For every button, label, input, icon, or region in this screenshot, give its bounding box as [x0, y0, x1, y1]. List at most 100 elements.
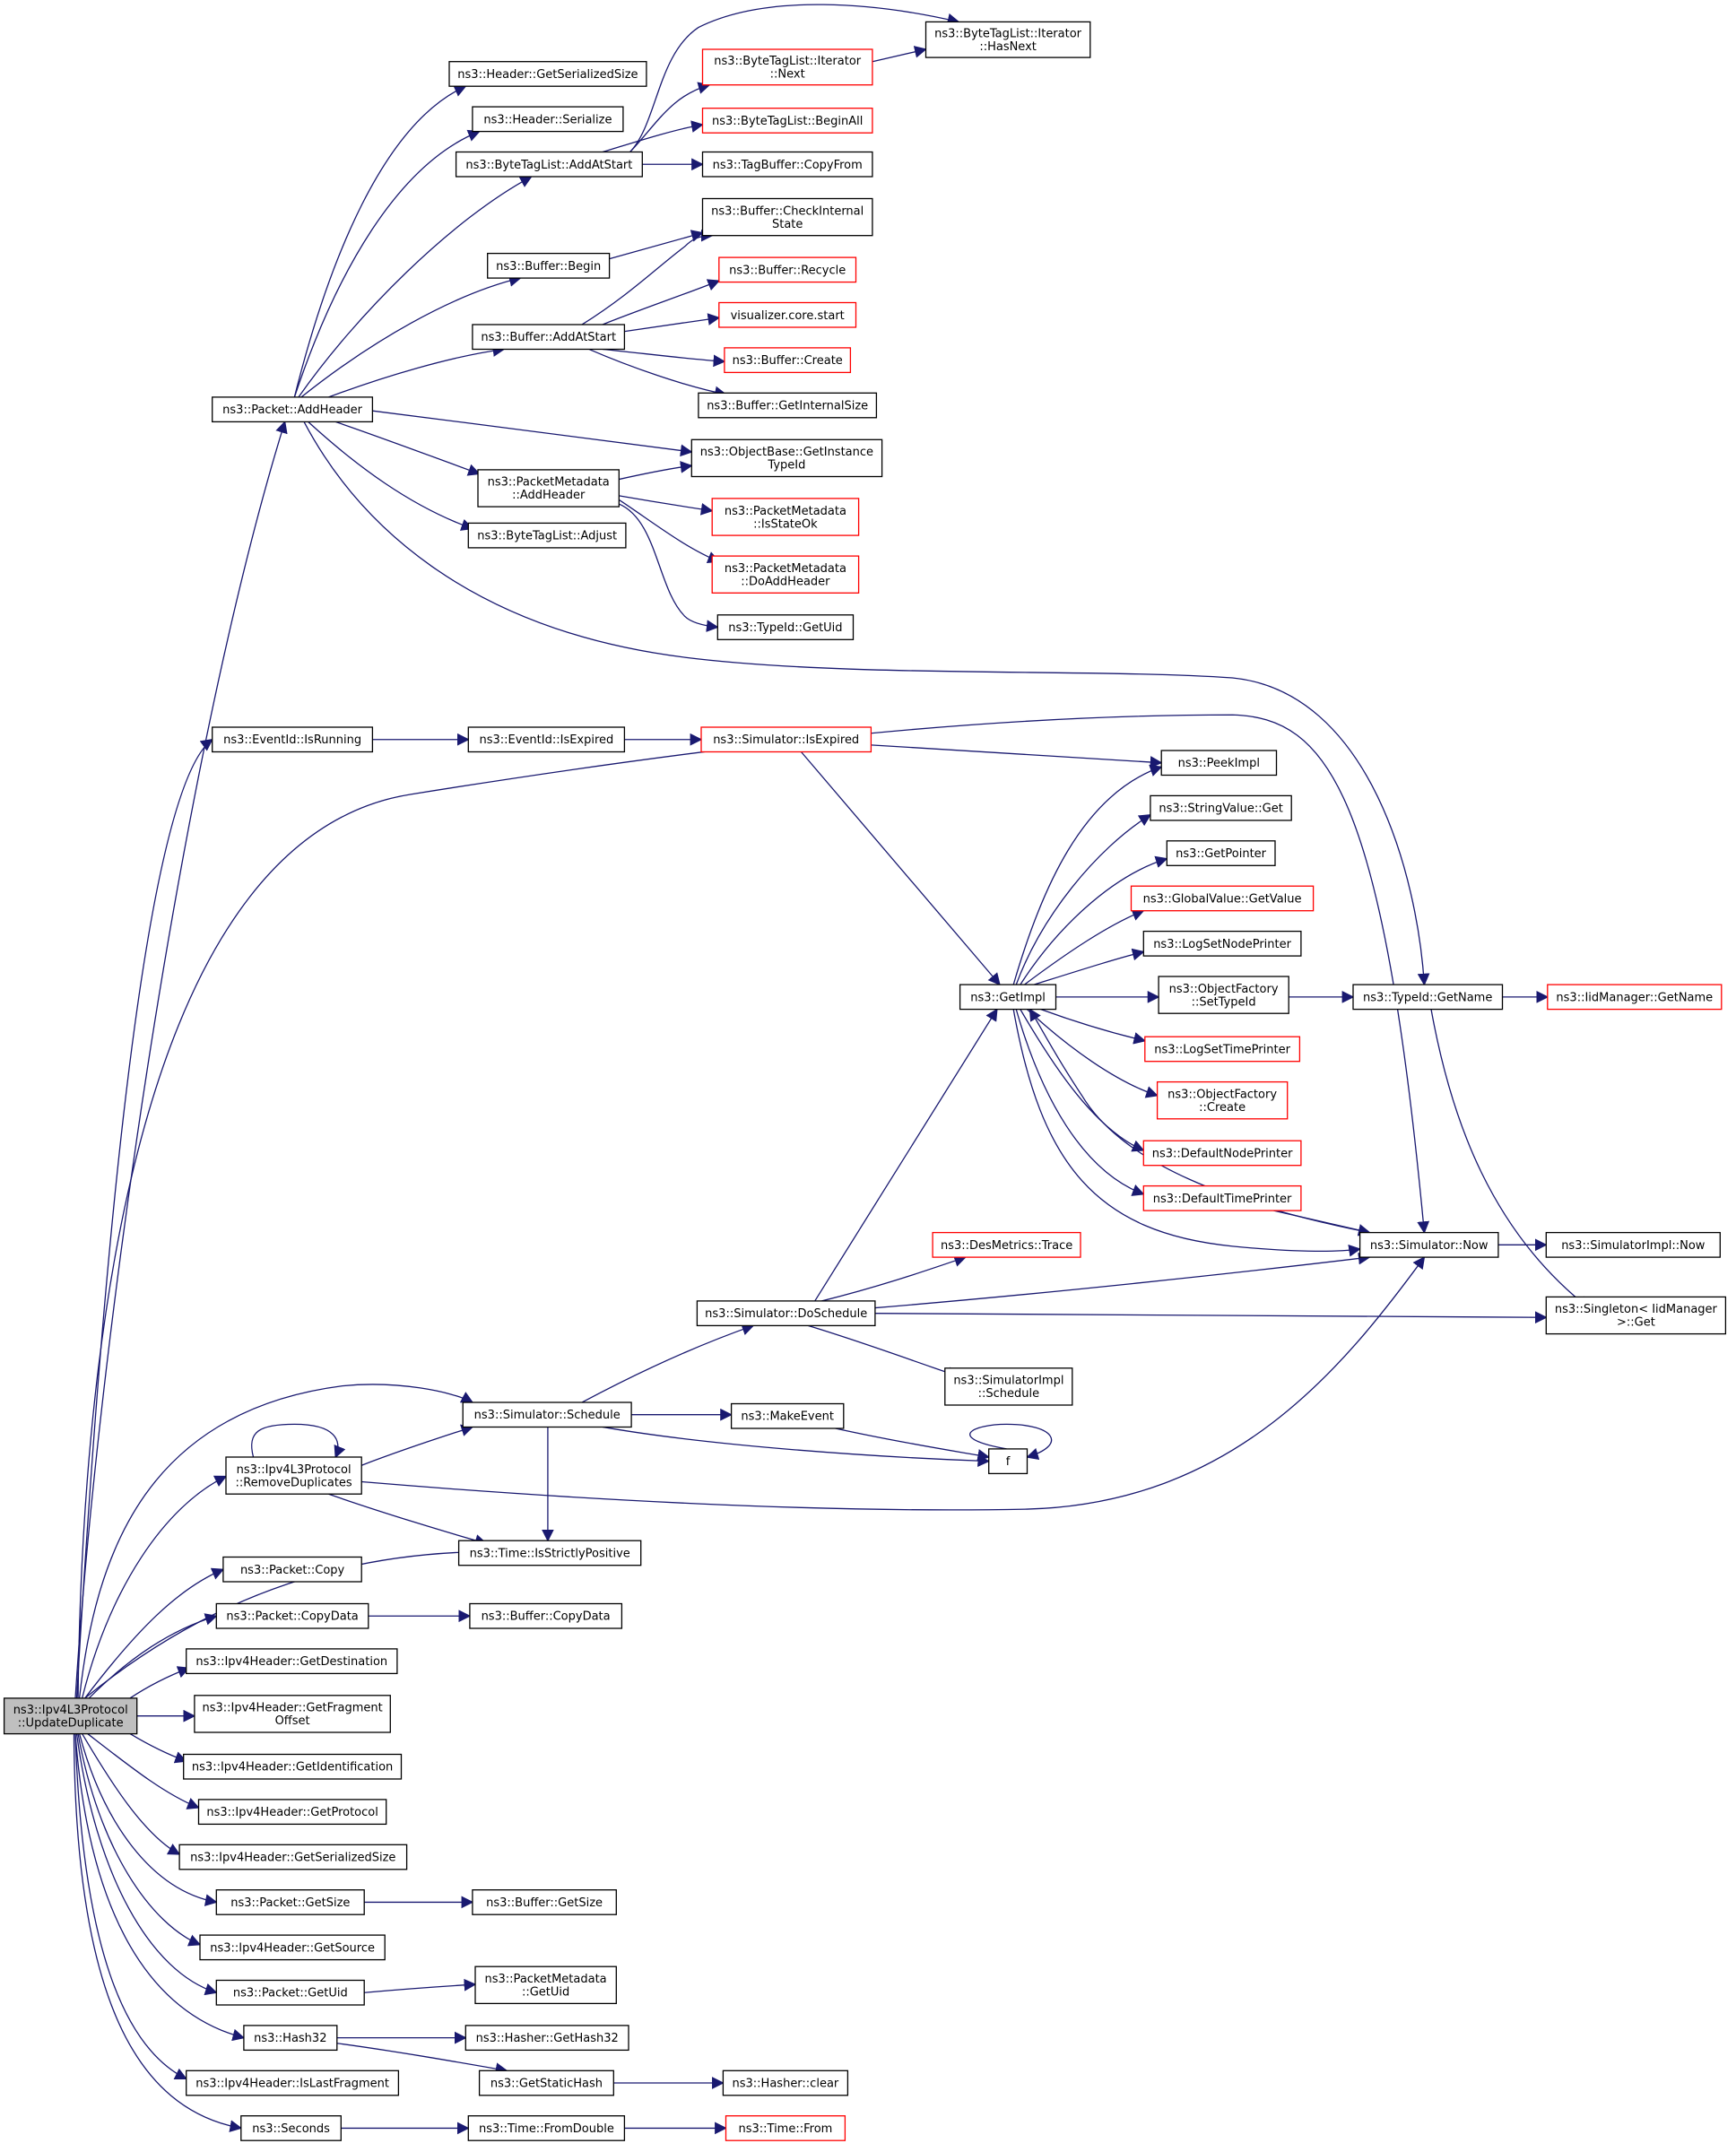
node-peekimpl[interactable]: ns3::PeekImpl: [1160, 750, 1278, 777]
node-pm_getuid[interactable]: ns3::PacketMetadata::GetUid: [474, 1965, 617, 2005]
node-buf_addatstart[interactable]: ns3::Buffer::AddAtStart: [472, 324, 626, 351]
node-buf_getinternalsize[interactable]: ns3::Buffer::GetInternalSize: [698, 392, 878, 419]
node-viz_start[interactable]: visualizer.core.start: [718, 301, 857, 328]
edge-pm_addheader-to-objbase_getinstance: [619, 461, 693, 479]
node-buf_begin[interactable]: ns3::Buffer::Begin: [487, 252, 611, 279]
node-box: [469, 1602, 623, 1629]
edge-buf_addatstart-to-buf_recycle: [603, 279, 721, 325]
node-box: [467, 522, 627, 549]
node-simimpl_now[interactable]: ns3::SimulatorImpl::Now: [1545, 1231, 1721, 1258]
node-label: ns3::Simulator::Now: [1370, 1239, 1489, 1253]
node-btl_addatstart[interactable]: ns3::ByteTagList::AddAtStart: [455, 151, 643, 178]
node-of_settypeid[interactable]: ns3::ObjectFactory::SetTypeId: [1158, 976, 1289, 1014]
node-getpointer[interactable]: ns3::GetPointer: [1166, 840, 1276, 866]
node-defaultnodeprinter[interactable]: ns3::DefaultNodePrinter: [1142, 1140, 1302, 1167]
node-root[interactable]: ns3::Ipv4L3Protocol::UpdateDuplicate: [3, 1697, 138, 1735]
node-ipv4h_getdestination[interactable]: ns3::Ipv4Header::GetDestination: [186, 1648, 398, 1675]
node-eid_isrunning[interactable]: ns3::EventId::IsRunning: [212, 726, 374, 753]
node-eid_isexpired[interactable]: ns3::EventId::IsExpired: [467, 726, 626, 753]
node-getstatichash[interactable]: ns3::GetStaticHash: [478, 2070, 614, 2096]
node-getimpl[interactable]: ns3::GetImpl: [959, 984, 1057, 1011]
node-btl_it_hasnext[interactable]: ns3::ByteTagList::Iterator::HasNext: [924, 21, 1091, 58]
node-label: ns3::Buffer::AddAtStart: [481, 331, 616, 344]
node-label: ns3::PacketMetadata: [725, 562, 846, 576]
node-tagbuffer_copyfrom[interactable]: ns3::TagBuffer::CopyFrom: [701, 151, 873, 178]
node-time_from[interactable]: ns3::Time::From: [725, 2115, 846, 2141]
node-time_fromdouble[interactable]: ns3::Time::FromDouble: [467, 2115, 626, 2141]
node-label: ns3::Simulator::DoSchedule: [705, 1307, 867, 1321]
node-btl_adjust[interactable]: ns3::ByteTagList::Adjust: [467, 522, 627, 549]
node-ipv4h_getsource[interactable]: ns3::Ipv4Header::GetSource: [199, 1934, 386, 1961]
node-box: [225, 1456, 362, 1495]
node-ipv4h_islastfrag[interactable]: ns3::Ipv4Header::IsLastFragment: [186, 2070, 400, 2096]
node-pkt_getuid[interactable]: ns3::Packet::GetUid: [215, 1979, 365, 2006]
node-label: ns3::Time::FromDouble: [479, 2122, 614, 2136]
node-box: [212, 396, 374, 423]
node-btl_it_next[interactable]: ns3::ByteTagList::Iterator::Next: [701, 48, 873, 86]
node-label: ns3::Ipv4Header::GetDestination: [195, 1655, 387, 1669]
node-hdr_serialize[interactable]: ns3::Header::Serialize: [472, 106, 624, 133]
edge-removeduplicates-to-removeduplicates: [252, 1424, 346, 1459]
node-hdr_getsersize[interactable]: ns3::Header::GetSerializedSize: [448, 61, 647, 87]
node-removeduplicates[interactable]: ns3::Ipv4L3Protocol::RemoveDuplicates: [225, 1456, 362, 1495]
node-label: ns3::Packet::AddHeader: [222, 404, 362, 417]
node-box: [197, 1799, 387, 1826]
node-logsetnodeprinter[interactable]: ns3::LogSetNodePrinter: [1142, 930, 1302, 957]
edge-pkt_addheader-to-buf_begin: [301, 274, 522, 397]
node-sim_isexpired[interactable]: ns3::Simulator::IsExpired: [700, 726, 872, 753]
node-label: ns3::Packet::GetSize: [230, 1896, 350, 1910]
node-box: [698, 392, 878, 419]
node-hasher_clear[interactable]: ns3::Hasher::clear: [722, 2070, 849, 2096]
node-sim_now[interactable]: ns3::Simulator::Now: [1358, 1231, 1499, 1258]
node-ipv4h_getprotocol[interactable]: ns3::Ipv4Header::GetProtocol: [197, 1799, 387, 1826]
node-btl_beginall[interactable]: ns3::ByteTagList::BeginAll: [701, 108, 873, 134]
node-label: ns3::Packet::GetUid: [233, 1987, 348, 2000]
node-simimpl_schedule[interactable]: ns3::SimulatorImpl::Schedule: [944, 1367, 1073, 1406]
node-hash32[interactable]: ns3::Hash32: [243, 2025, 338, 2052]
node-defaulttimeprinter[interactable]: ns3::DefaultTimePrinter: [1142, 1184, 1302, 1211]
node-desmetrics_trace[interactable]: ns3::DesMetrics::Trace: [932, 1231, 1081, 1258]
node-typeid_getuid[interactable]: ns3::TypeId::GetUid: [716, 614, 855, 640]
node-buf_copydata[interactable]: ns3::Buffer::CopyData: [469, 1602, 623, 1629]
edge-btl_addatstart-to-btl_it_hasnext: [630, 4, 960, 152]
node-pkt_addheader[interactable]: ns3::Packet::AddHeader: [212, 396, 374, 423]
edge-root-to-ipv4h_getdestination: [130, 1666, 191, 1698]
node-buf_getsize[interactable]: ns3::Buffer::GetSize: [472, 1889, 617, 1915]
edge-f-to-f: [970, 1424, 1052, 1461]
node-logsettimeprinter[interactable]: ns3::LogSetTimePrinter: [1144, 1036, 1301, 1063]
node-time_isstrictlypositive[interactable]: ns3::Time::IsStrictlyPositive: [457, 1540, 642, 1566]
node-pm_addheader[interactable]: ns3::PacketMetadata::AddHeader: [477, 469, 620, 508]
node-stringvalue_get[interactable]: ns3::StringValue::Get: [1150, 794, 1292, 821]
node-typeid_getname[interactable]: ns3::TypeId::GetName: [1352, 984, 1504, 1011]
node-makeevent[interactable]: ns3::MakeEvent: [730, 1402, 845, 1429]
node-seconds[interactable]: ns3::Seconds: [240, 2115, 342, 2141]
node-buf_create[interactable]: ns3::Buffer::Create: [724, 347, 852, 374]
node-label: ns3::Ipv4Header::GetProtocol: [206, 1806, 378, 1819]
node-pkt_getsize[interactable]: ns3::Packet::GetSize: [215, 1889, 365, 1915]
node-iidmgr_getname[interactable]: ns3::IidManager::GetName: [1547, 984, 1723, 1011]
node-sim_schedule[interactable]: ns3::Simulator::Schedule: [462, 1401, 632, 1428]
node-pm_doaddheader[interactable]: ns3::PacketMetadata::DoAddHeader: [711, 555, 860, 594]
node-box: [455, 151, 643, 178]
node-ipv4h_getsersize[interactable]: ns3::Ipv4Header::GetSerializedSize: [178, 1844, 408, 1870]
node-sim_doschedule[interactable]: ns3::Simulator::DoSchedule: [696, 1300, 876, 1327]
edge-getimpl-to-of_create: [1027, 1010, 1159, 1098]
node-hasher_gethash32[interactable]: ns3::Hasher::GetHash32: [464, 2025, 629, 2052]
node-of_create[interactable]: ns3::ObjectFactory::Create: [1156, 1080, 1289, 1120]
node-pkt_copy[interactable]: ns3::Packet::Copy: [222, 1556, 362, 1583]
node-pkt_copydata[interactable]: ns3::Packet::CopyData: [215, 1602, 369, 1629]
node-f[interactable]: f: [988, 1448, 1029, 1475]
node-label: ns3::Buffer::GetInternalSize: [707, 400, 868, 413]
edge-pkt_addheader-to-buf_addatstart: [329, 344, 506, 396]
node-label: ns3::GetPointer: [1176, 847, 1266, 861]
node-gv_getvalue[interactable]: ns3::GlobalValue::GetValue: [1130, 885, 1315, 912]
node-ipv4h_getident[interactable]: ns3::Ipv4Header::GetIdentification: [183, 1753, 403, 1780]
node-buf_recycle[interactable]: ns3::Buffer::Recycle: [718, 256, 857, 283]
node-singleton_get[interactable]: ns3::Singleton< IidManager>::Get: [1545, 1296, 1727, 1335]
node-label: ns3::EventId::IsExpired: [479, 733, 613, 747]
node-pm_isstateok[interactable]: ns3::PacketMetadata::IsStateOk: [711, 498, 860, 536]
node-label: ns3::ObjectFactory: [1169, 983, 1279, 996]
